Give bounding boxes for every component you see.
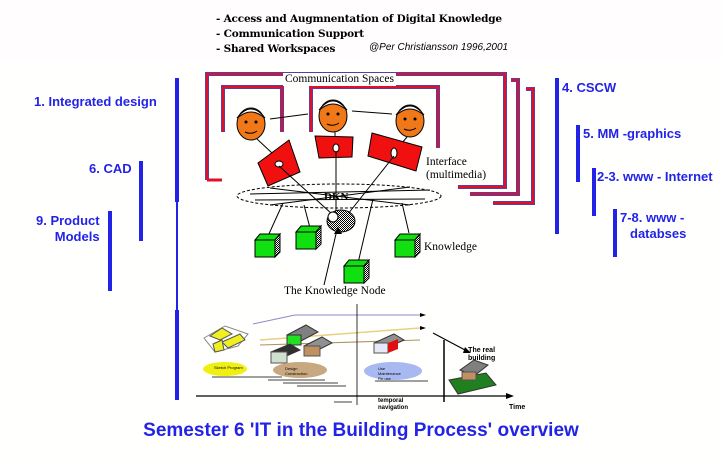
temporal-navigation-label: temporal navigation: [378, 398, 408, 412]
header-bullets: - Access and Augmnentation of Digital Kn…: [216, 12, 502, 57]
interface-label: Interface (multimedia): [426, 156, 486, 182]
topic-www-databases-line2: databses: [630, 226, 687, 241]
slide-background: [0, 60, 722, 457]
sketch-house-icon: [203, 325, 249, 353]
bar-www-internet: [592, 168, 596, 216]
slide-title: Semester 6 'IT in the Building Process' …: [143, 420, 579, 441]
communication-space-frame-inner1: [221, 85, 284, 132]
bar-connector: [176, 202, 178, 310]
topic-integrated-design: 1. Integrated design: [34, 94, 157, 109]
communication-spaces-label: Communication Spaces: [283, 73, 396, 86]
topic-www-databases-line1: 7-8. www -: [620, 210, 685, 225]
cube-link: [357, 198, 374, 264]
screen-node-link: [278, 165, 333, 215]
copyright-notice: @Per Christiansson 1996,2001: [369, 42, 509, 53]
dkn-label: DKN: [324, 191, 349, 203]
topic-product-models-line1: 9. Product: [36, 213, 100, 228]
temporal-line1: temporal: [378, 398, 404, 404]
knowledge-cube-icon: [253, 232, 282, 259]
topic-product-models: 9. Product Models: [36, 213, 100, 245]
topic-product-models-line2: Models: [54, 229, 100, 244]
bar-mm-graphics: [576, 125, 580, 182]
cube-link: [267, 202, 284, 237]
stage-use-maintenance: Use Maintenance Re-use: [378, 366, 401, 381]
dkn-network-ellipse: [236, 183, 442, 209]
screen-node-link: [347, 155, 395, 215]
knowledge-node-icon: [326, 209, 356, 234]
interface-screen-icon: [257, 139, 301, 187]
bar-www-databases: [613, 209, 617, 257]
knowledge-node-pointer: [323, 233, 337, 286]
topic-mm-graphics: 5. MM -graphics: [583, 126, 682, 141]
built-house-icon: [302, 336, 334, 357]
user-face-icon: [318, 99, 348, 133]
communication-space-frame-inner2: [309, 85, 440, 148]
header-bullet-workspaces: - Shared Workspaces: [216, 43, 336, 55]
bar-integrated-design: [175, 78, 179, 202]
topic-cscw: 4. CSCW: [562, 80, 617, 95]
header-bullet-communication: - Communication Support: [216, 28, 364, 40]
knowledge-cube-icon: [342, 258, 371, 285]
knowledge-label: Knowledge: [424, 241, 478, 253]
design-house-icon: [285, 324, 320, 346]
topic-cad: 6. CAD: [89, 161, 132, 176]
interface-label-line2: (multimedia): [426, 169, 487, 181]
user-face-icon: [395, 104, 425, 138]
topic-www-internet: 2-3. www - Internet: [597, 169, 713, 184]
construction-house-icon: [269, 343, 302, 364]
knowledge-node-label: The Knowledge Node: [284, 285, 386, 297]
interface-label-line1: Interface: [426, 156, 467, 168]
time-axis-label: Time: [509, 404, 526, 411]
user-face-icon: [236, 107, 266, 141]
real-building-label: The real building: [468, 347, 495, 363]
use-house-icon: [372, 333, 406, 354]
topic-www-databases: 7-8. www - databses: [620, 210, 686, 242]
knowledge-cube-icon: [294, 224, 323, 251]
stage-design-construction: Design Construction: [285, 366, 308, 376]
face-screen-link: [256, 138, 273, 154]
cube-link: [303, 204, 311, 229]
bar-process: [175, 310, 179, 400]
communication-space-frame-back2: [493, 87, 535, 205]
interface-screen-icon: [367, 132, 423, 172]
bar-cscw: [555, 78, 559, 234]
real-building-line2: building: [468, 355, 496, 362]
bar-product-models: [108, 211, 112, 291]
face-link-1: [269, 113, 309, 120]
real-building-icon: [448, 359, 497, 395]
temporal-line2: navigation: [378, 405, 409, 411]
cube-link: [401, 202, 410, 234]
knowledge-cube-icon: [393, 232, 422, 259]
bar-cad: [139, 161, 143, 241]
stage-sketch-program: Sketch Program: [214, 365, 243, 370]
face-link-2: [351, 110, 393, 115]
interface-screen-icon: [314, 135, 354, 159]
communication-space-frame-main: [205, 72, 507, 189]
header-bullet-access: - Access and Augmnentation of Digital Kn…: [216, 13, 502, 25]
building-process-image: [196, 304, 514, 405]
real-building-line1: The real: [468, 347, 496, 354]
communication-space-frame-back1: [470, 78, 520, 196]
